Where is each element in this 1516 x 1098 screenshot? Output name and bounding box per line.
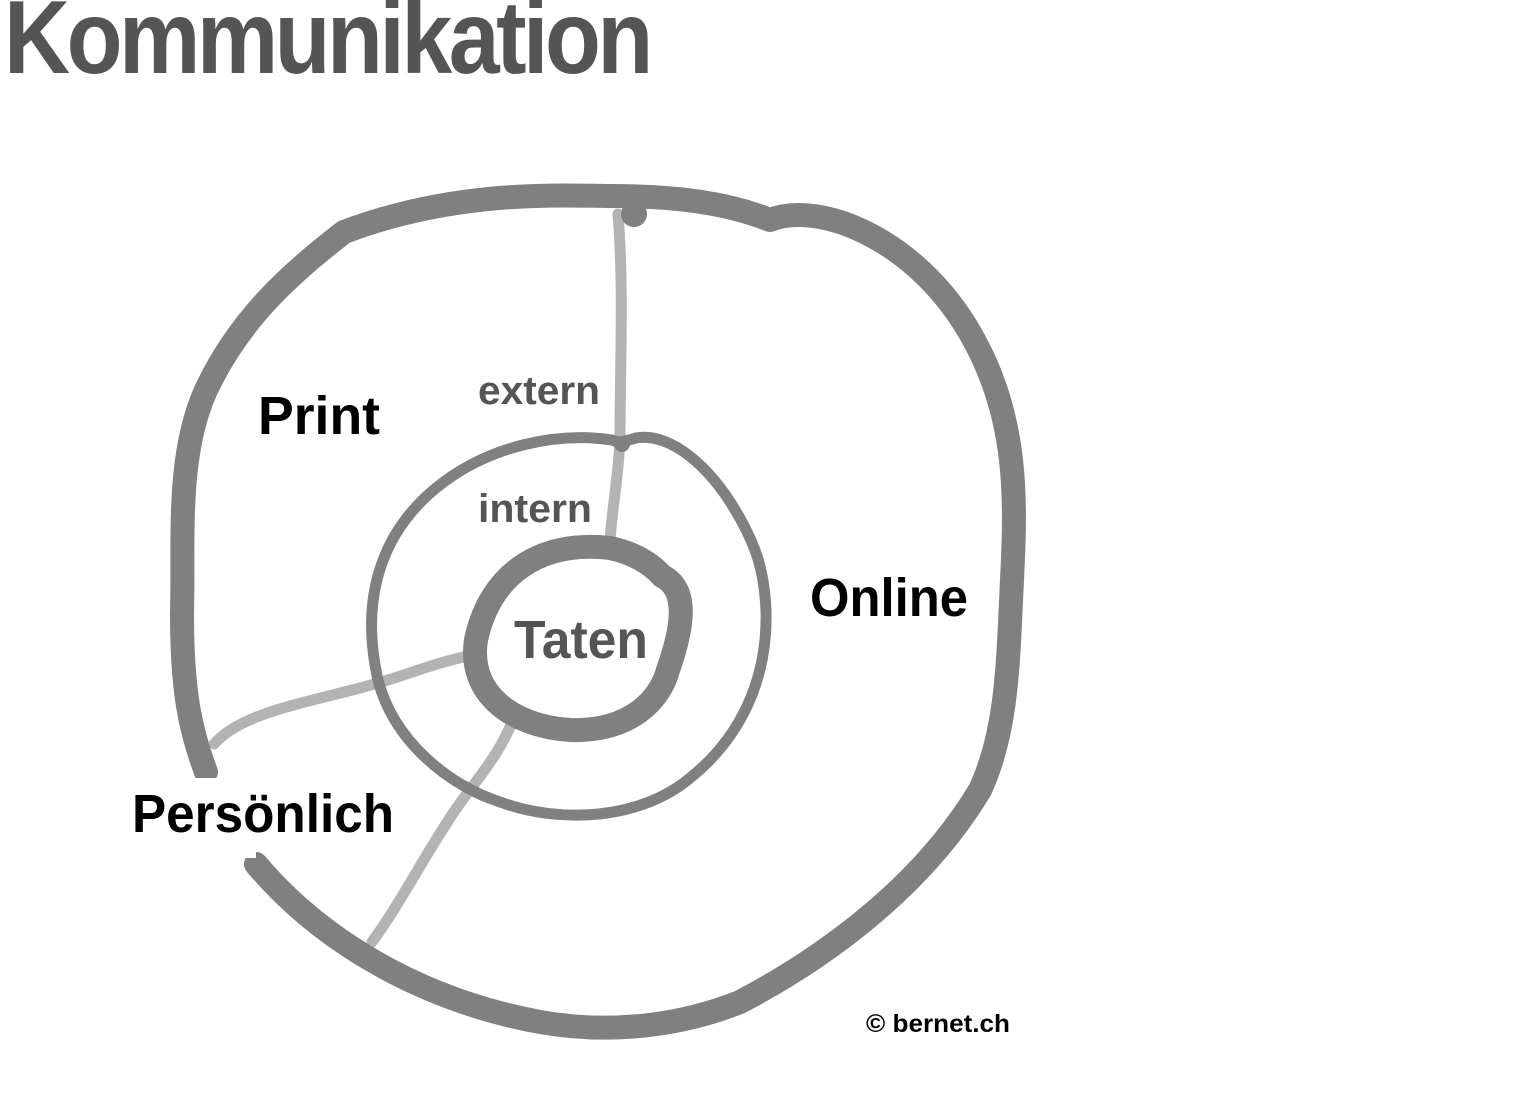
divider-top-line [604, 208, 627, 546]
page-title: Kommunikation [4, 0, 653, 96]
online-label: Online [810, 568, 968, 628]
extern-label: extern [478, 369, 600, 413]
outer-ring [170, 183, 1026, 1040]
outer-ring-gap [196, 778, 256, 858]
core-ring [463, 534, 693, 743]
intern-label: intern [478, 487, 592, 531]
divider-bottom-line [366, 706, 522, 948]
personal-label: Persönlich [132, 784, 394, 844]
middle-ring-knot [614, 436, 630, 452]
copyright-label: © bernet.ch [866, 1010, 1010, 1038]
divider-left-line [208, 650, 474, 750]
outer-ring-knot [621, 201, 647, 227]
print-label: Print [258, 386, 380, 446]
middle-ring [366, 431, 772, 821]
core-label: Taten [514, 610, 648, 670]
